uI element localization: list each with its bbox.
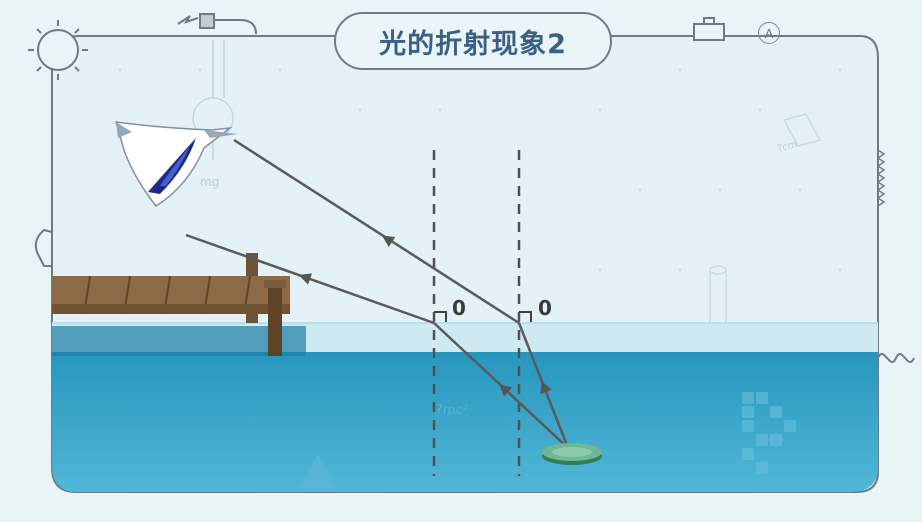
battery-icon bbox=[693, 17, 725, 41]
angle-label-right: 0 bbox=[538, 296, 552, 320]
right-angle-marks bbox=[434, 311, 532, 322]
lightbulb-icon bbox=[34, 228, 53, 267]
plug-icon bbox=[177, 13, 257, 35]
angle-label-left: 0 bbox=[452, 296, 466, 320]
dock bbox=[52, 253, 290, 356]
coin-icon bbox=[542, 443, 602, 465]
water-formula: ?mc² bbox=[436, 403, 468, 418]
weight-label: mg bbox=[200, 175, 219, 189]
title-banner: 光的折射现象2 bbox=[334, 12, 612, 70]
spring-icon bbox=[877, 353, 915, 363]
faint-cylinder bbox=[709, 265, 727, 330]
gear-icon bbox=[28, 20, 88, 80]
bird-icon bbox=[114, 121, 238, 207]
page-title: 光的折射现象2 bbox=[379, 28, 567, 60]
ray-arrows bbox=[298, 235, 552, 397]
dock-shadow bbox=[52, 326, 306, 356]
faint-ruler bbox=[782, 113, 822, 147]
length-label: ?cm bbox=[776, 139, 799, 155]
faint-triangle bbox=[300, 454, 336, 488]
faint-blocks bbox=[742, 392, 796, 474]
corner-letter-badge: A bbox=[758, 22, 780, 44]
background-dots bbox=[118, 68, 842, 272]
side-teeth bbox=[876, 149, 886, 207]
